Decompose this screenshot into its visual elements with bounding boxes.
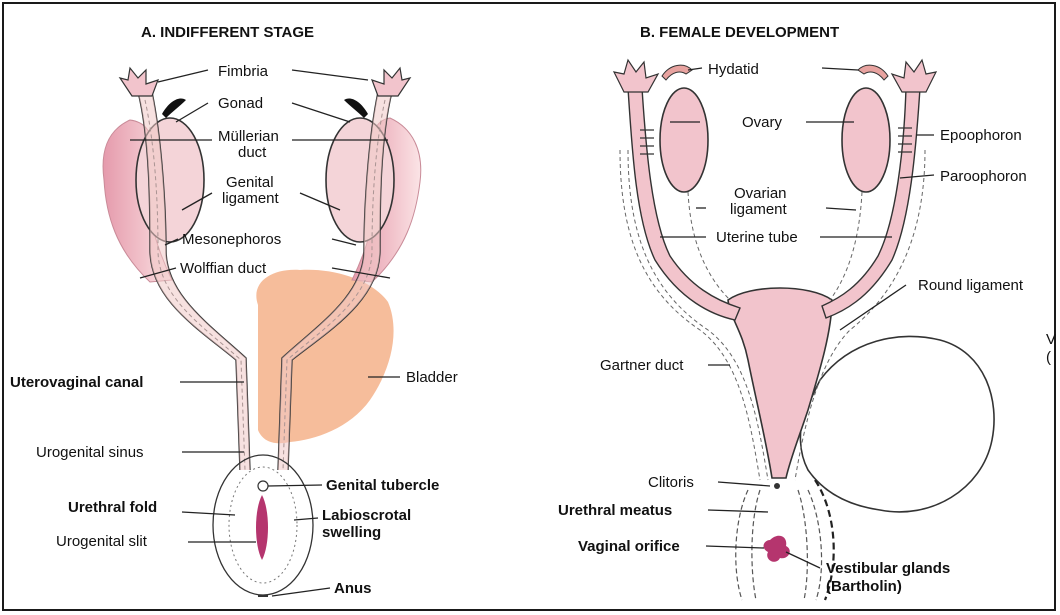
label-uterovaginal-canal: Uterovaginal canal [10, 374, 143, 391]
label-urethral-meatus: Urethral meatus [558, 502, 672, 519]
label-labioscrotal-2: swelling [322, 524, 381, 541]
right-fimbria [372, 68, 410, 96]
label-ovary: Ovary [742, 114, 783, 131]
label-mesonephoros: Mesonephoros [182, 231, 281, 248]
label-genital-tubercle: Genital tubercle [326, 477, 439, 494]
b-right-fimbria [892, 60, 936, 92]
label-urethral-fold: Urethral fold [68, 499, 157, 516]
label-ovarian-ligament-1: Ovarian [734, 185, 787, 202]
label-labioscrotal-1: Labioscrotal [322, 507, 411, 524]
label-vestibular-glands: Vestibular glands [826, 560, 950, 577]
label-epoophoron: Epoophoron [940, 127, 1022, 144]
b-right-ovary [842, 88, 890, 192]
label-urogenital-sinus: Urogenital sinus [36, 444, 144, 461]
label-bartholin: (Bartholin) [826, 578, 902, 595]
b-left-fimbria [614, 60, 658, 92]
label-paroophoron: Paroophoron [940, 168, 1027, 185]
label-vaginal-orifice: Vaginal orifice [578, 538, 680, 555]
label-mullerian-1: Müllerian [218, 128, 279, 145]
label-bladder: Bladder [406, 369, 458, 386]
label-genital-ligament-1: Genital [226, 174, 274, 191]
label-clitoris: Clitoris [648, 474, 694, 491]
label-wolffian-duct: Wolffian duct [180, 260, 267, 277]
label-gartner-duct: Gartner duct [600, 357, 684, 374]
label-cut-off-v: V [1046, 331, 1056, 348]
b-left-hydatid [662, 65, 692, 80]
label-urogenital-slit: Urogenital slit [56, 533, 148, 550]
right-hydatid-black [344, 99, 368, 118]
label-gonad: Gonad [218, 95, 263, 112]
label-round-ligament: Round ligament [918, 277, 1024, 294]
label-hydatid: Hydatid [708, 61, 759, 78]
label-mullerian-2: duct [238, 144, 267, 161]
bladder-shape [256, 270, 393, 443]
left-fimbria [120, 68, 158, 96]
b-right-hydatid [858, 65, 888, 80]
genital-tubercle-shape [258, 481, 268, 491]
urogenital-slit-shape [256, 495, 268, 560]
b-bladder [800, 336, 994, 512]
panel-b-drawing [614, 60, 994, 600]
b-clitoris [774, 483, 780, 489]
label-fimbria: Fimbria [218, 63, 269, 80]
label-cut-off-paren: ( [1046, 349, 1051, 366]
left-hydatid-black [162, 99, 186, 118]
label-anus: Anus [334, 580, 372, 597]
panel-a-title: A. INDIFFERENT STAGE [141, 24, 314, 41]
label-ovarian-ligament-2: ligament [730, 201, 788, 218]
b-left-ovary [660, 88, 708, 192]
label-genital-ligament-2: ligament [222, 190, 280, 207]
panel-b-title: B. FEMALE DEVELOPMENT [640, 24, 839, 41]
b-vestibular-gland [764, 536, 790, 562]
label-uterine-tube: Uterine tube [716, 229, 798, 246]
